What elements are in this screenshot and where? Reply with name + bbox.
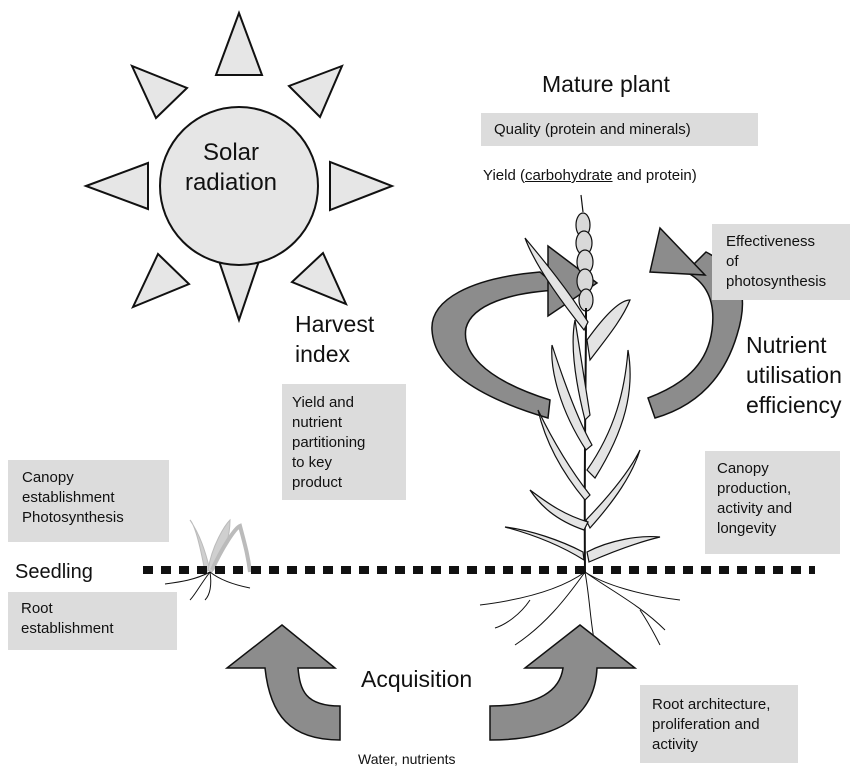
sun-ray-left [83, 161, 149, 211]
sun-ray-bottom-left [130, 252, 191, 309]
root-architecture-box: Root architecture, proliferation and act… [640, 685, 798, 763]
quality-box: Quality (protein and minerals) [481, 113, 758, 146]
canopy-production-box: Canopy production, activity and longevit… [705, 451, 840, 554]
canopy-establishment-box: Canopy establishment Photosynthesis [8, 460, 169, 542]
acquisition-label: Acquisition [361, 666, 473, 692]
nutrient-efficiency-label: Nutrient utilisation efficiency [746, 332, 842, 418]
harvest-index-label: Harvest index [295, 311, 375, 367]
partitioning-box: Yield and nutrient partitioning to key p… [282, 384, 406, 500]
sun-label-line1: Solar [202, 139, 260, 166]
sun-ray-top [214, 10, 264, 76]
acquisition-arrow-left [224, 624, 341, 741]
sun-ray-right [329, 160, 395, 212]
quality-text: Quality (protein and minerals) [494, 121, 691, 138]
mature-plant-title: Mature plant [542, 71, 670, 97]
acquisition-arrow-right [489, 624, 638, 741]
mature-plant-icon [479, 194, 681, 646]
cycle-arrow-head-right [649, 226, 707, 276]
seedling-icon [164, 518, 252, 601]
sun-ray-top-right [287, 64, 344, 119]
sun-label: Solar radiation [175, 138, 287, 198]
root-establishment-box: Root establishment [8, 592, 177, 650]
cycle-arrow-back [431, 271, 562, 419]
sun-label-line2: radiation [184, 169, 278, 196]
sun-ray-bottom-right [290, 251, 348, 306]
sun-disc [159, 106, 319, 266]
effectiveness-box: Effectiveness of photosynthesis [712, 224, 850, 300]
yield-underlined: carbohydrate [524, 167, 613, 184]
acquisition-arrows [224, 624, 638, 741]
sun-icon [83, 10, 395, 324]
yield-text: Yield (carbohydrate and protein) [483, 167, 697, 184]
sun-ray-top-left [130, 64, 189, 120]
seedling-label: Seedling [15, 561, 93, 583]
sun-ray-bottom [216, 257, 262, 324]
water-nutrients-label: Water, nutrients [358, 751, 456, 767]
